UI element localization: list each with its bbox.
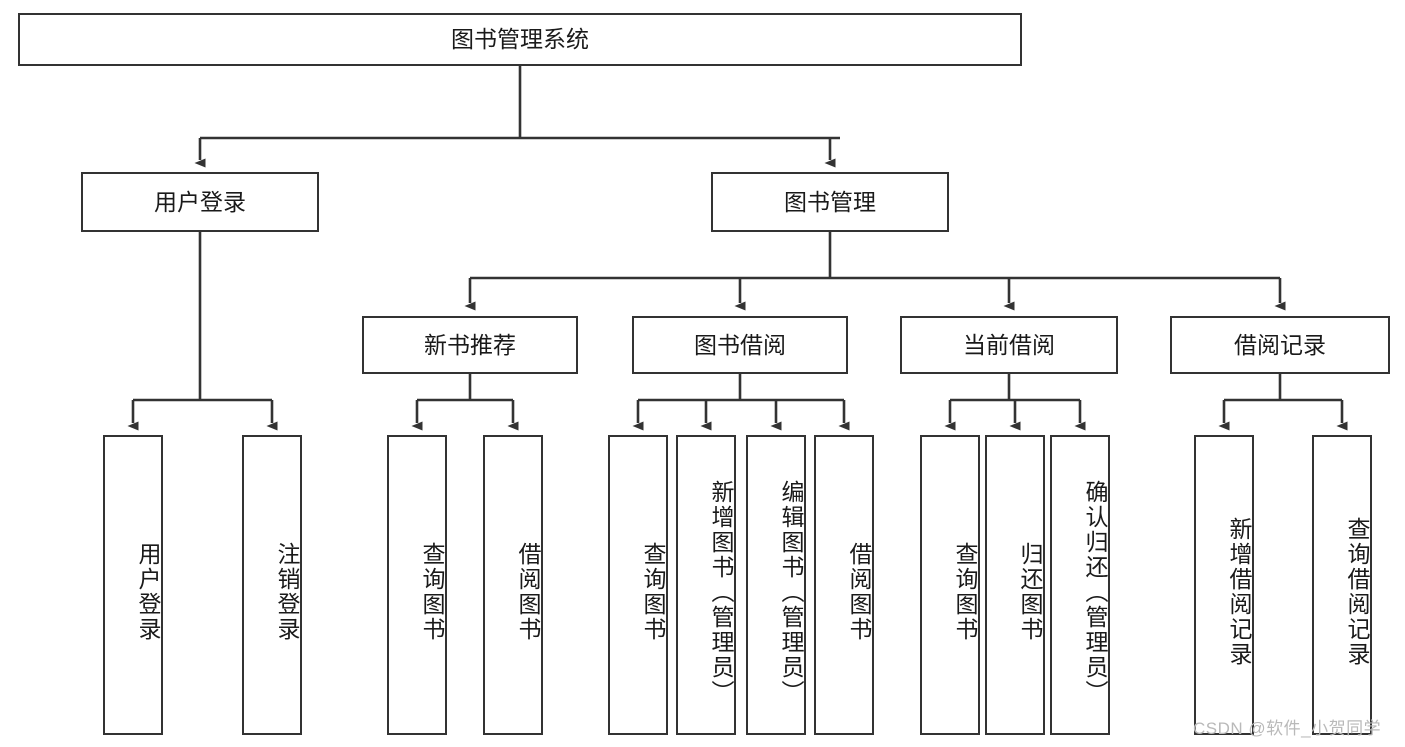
node-leaf-add-record[interactable]: 新增借阅记录 [1194, 435, 1254, 735]
node-user-login[interactable]: 用户登录 [81, 172, 319, 232]
node-leaf-user-login[interactable]: 用户登录 [103, 435, 163, 735]
node-leaf-borrow-book-1-label: 借阅图书 [515, 542, 541, 642]
node-user-login-label: 用户登录 [154, 188, 246, 215]
node-leaf-query-record-label: 查询借阅记录 [1344, 517, 1370, 667]
node-leaf-query-book-2-label: 查询图书 [640, 542, 666, 642]
node-leaf-borrow-book-2[interactable]: 借阅图书 [814, 435, 874, 735]
node-leaf-add-book[interactable]: 新增图书（管理员） [676, 435, 736, 735]
node-leaf-logout[interactable]: 注销登录 [242, 435, 302, 735]
node-leaf-confirm-return-label: 确认归还（管理员） [1082, 479, 1108, 705]
node-book-borrow[interactable]: 图书借阅 [632, 316, 848, 374]
node-leaf-edit-book[interactable]: 编辑图书（管理员） [746, 435, 806, 735]
node-leaf-return-book-label: 归还图书 [1017, 542, 1043, 642]
node-leaf-query-book-3[interactable]: 查询图书 [920, 435, 980, 735]
node-leaf-query-record[interactable]: 查询借阅记录 [1312, 435, 1372, 735]
node-root-label: 图书管理系统 [451, 26, 589, 53]
node-book-manage[interactable]: 图书管理 [711, 172, 949, 232]
node-leaf-logout-label: 注销登录 [274, 542, 300, 642]
node-leaf-borrow-book-1[interactable]: 借阅图书 [483, 435, 543, 735]
node-leaf-edit-book-label: 编辑图书（管理员） [778, 479, 804, 705]
node-leaf-query-book-1[interactable]: 查询图书 [387, 435, 447, 735]
node-new-book-rec[interactable]: 新书推荐 [362, 316, 578, 374]
node-new-book-rec-label: 新书推荐 [424, 331, 516, 358]
node-leaf-add-book-label: 新增图书（管理员） [708, 479, 734, 705]
node-leaf-query-book-1-label: 查询图书 [419, 542, 445, 642]
node-borrow-record[interactable]: 借阅记录 [1170, 316, 1390, 374]
node-current-borrow[interactable]: 当前借阅 [900, 316, 1118, 374]
node-leaf-borrow-book-2-label: 借阅图书 [846, 542, 872, 642]
node-leaf-query-book-3-label: 查询图书 [952, 542, 978, 642]
node-leaf-add-record-label: 新增借阅记录 [1226, 517, 1252, 667]
node-leaf-confirm-return[interactable]: 确认归还（管理员） [1050, 435, 1110, 735]
node-borrow-record-label: 借阅记录 [1234, 331, 1326, 358]
node-book-borrow-label: 图书借阅 [694, 331, 786, 358]
node-current-borrow-label: 当前借阅 [963, 331, 1055, 358]
node-root[interactable]: 图书管理系统 [18, 13, 1022, 66]
node-leaf-user-login-label: 用户登录 [135, 542, 161, 642]
node-leaf-query-book-2[interactable]: 查询图书 [608, 435, 668, 735]
node-leaf-return-book[interactable]: 归还图书 [985, 435, 1045, 735]
node-book-manage-label: 图书管理 [784, 188, 876, 215]
